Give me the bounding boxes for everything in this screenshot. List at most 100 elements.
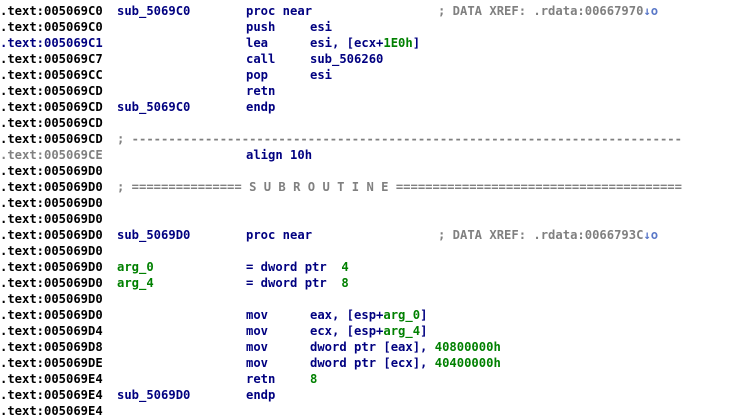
segment-name: .text: [0,260,45,274]
line-address[interactable]: 005069D0 [44,308,103,322]
line-address[interactable]: 005069D0 [44,180,103,194]
instruction-operands[interactable]: eax, [esp+arg_0] [310,307,427,323]
function-label[interactable]: sub_5069C0 [117,100,191,114]
function-label[interactable]: sub_5069D0 [117,228,191,242]
operand-argument-ref[interactable]: arg_0 [383,308,421,322]
stack-argument-label[interactable]: arg_0 [117,260,154,274]
line-address[interactable]: 005069C7 [44,52,103,66]
listing-line[interactable]: .text:005069CD; ------------------------… [0,131,734,147]
instruction-mnemonic[interactable]: mov [246,308,269,322]
instruction-operands[interactable]: esi, [ecx+1E0h] [310,35,420,51]
listing-line[interactable]: .text:005069D0 ; =============== S U B R … [0,179,734,195]
instruction-mnemonic[interactable]: push [246,20,276,34]
instruction-mnemonic[interactable]: proc near [246,4,313,18]
line-address[interactable]: 005069D4 [44,324,103,338]
operand-text: dword ptr [ecx], [310,356,435,370]
listing-line[interactable]: .text:005069D0 [0,291,734,307]
instruction-mnemonic[interactable]: lea [246,36,269,50]
stack-argument-label[interactable]: arg_4 [117,276,154,290]
listing-line[interactable]: .text:005069D0 arg_0 = dword ptr 4 [0,259,734,275]
line-address[interactable]: 005069CD [44,84,103,98]
segment-name: .text: [0,276,45,290]
xref-down-arrow-icon[interactable]: ↓o [643,228,659,242]
function-label[interactable]: sub_5069C0 [117,4,191,18]
listing-line[interactable]: .text:005069CD sub_5069C0 endp [0,99,734,115]
listing-line[interactable]: .text:005069D0 [0,211,734,227]
instruction-mnemonic[interactable]: mov [246,356,269,370]
separator-comment: ; =============== S U B R O U T I N E ==… [117,180,682,194]
line-address[interactable]: 005069D0 [44,292,103,306]
instruction-operands[interactable]: esi [310,19,332,35]
listing-line[interactable]: .text:005069D0 [0,243,734,259]
listing-line[interactable]: .text:005069D0 sub_5069D0 proc near ; DATA … [0,227,734,243]
line-address[interactable]: 005069C0 [44,4,103,18]
listing-line[interactable]: .text:005069D0 [0,163,734,179]
operand-argument-ref[interactable]: arg_4 [383,324,421,338]
line-address[interactable]: 005069CE [44,148,103,162]
segment-name: .text: [0,20,45,34]
instruction-operands[interactable]: dword ptr [ecx], 40400000h [310,355,501,371]
line-address[interactable]: 005069E4 [44,404,103,418]
instruction-mnemonic[interactable]: retn [246,84,276,98]
line-address[interactable]: 005069D0 [44,260,103,274]
data-xref-comment[interactable]: ; DATA XREF: .rdata:00667970↓o [438,3,658,19]
line-address[interactable]: 005069D0 [44,196,103,210]
line-address[interactable]: 005069CC [44,68,103,82]
instruction-operands[interactable]: ecx, [esp+arg_4] [310,323,427,339]
instruction-operands[interactable]: dword ptr [eax], 40800000h [310,339,501,355]
line-address[interactable]: 005069D0 [44,228,103,242]
instruction-mnemonic[interactable]: align 10h [246,148,313,162]
instruction-mnemonic[interactable]: retn [246,372,276,386]
xref-down-arrow-icon[interactable]: ↓o [643,4,659,18]
line-address[interactable]: 005069D0 [44,212,103,226]
listing-line[interactable]: .text:005069CD [0,115,734,131]
instruction-mnemonic[interactable]: proc near [246,228,313,242]
instruction-operands[interactable]: esi [310,67,332,83]
instruction-operands[interactable]: 8 [310,371,317,387]
line-address[interactable]: 005069D0 [44,276,103,290]
segment-name: .text: [0,228,45,242]
line-address[interactable]: 005069DE [44,356,103,370]
operand-text: esi [310,68,333,82]
instruction-mnemonic[interactable]: endp [246,100,276,114]
line-address[interactable]: 005069CD [44,116,103,130]
instruction-mnemonic[interactable]: call [246,52,276,66]
line-address[interactable]: 005069D8 [44,340,103,354]
data-xref-comment[interactable]: ; DATA XREF: .rdata:0066793C↓o [438,227,658,243]
instruction-mnemonic[interactable]: endp [246,388,276,402]
instruction-operands[interactable]: sub_506260 [310,51,383,67]
listing-line[interactable]: .text:005069D0 [0,195,734,211]
line-address[interactable]: 005069E4 [44,372,103,386]
line-address[interactable]: 005069C0 [44,20,103,34]
listing-line[interactable]: .text:005069C0 push esi [0,19,734,35]
function-label[interactable]: sub_5069D0 [117,388,191,402]
segment-name: .text: [0,180,45,194]
operand-text: esi [310,20,333,34]
segment-name: .text: [0,100,45,114]
instruction-mnemonic[interactable]: mov [246,340,269,354]
line-address[interactable]: 005069D0 [44,244,103,258]
instruction-mnemonic[interactable]: mov [246,324,269,338]
line-address[interactable]: 005069CD [44,100,103,114]
line-address[interactable]: 005069D0 [44,164,103,178]
listing-line[interactable]: .text:005069E4 [0,403,734,419]
line-address[interactable]: 005069E4 [44,388,103,402]
instruction-mnemonic[interactable]: pop [246,68,269,82]
line-address[interactable]: 005069C1 [44,36,103,50]
line-address[interactable]: 005069CD [44,132,103,146]
argument-definition: = dword ptr 4 [246,259,349,275]
